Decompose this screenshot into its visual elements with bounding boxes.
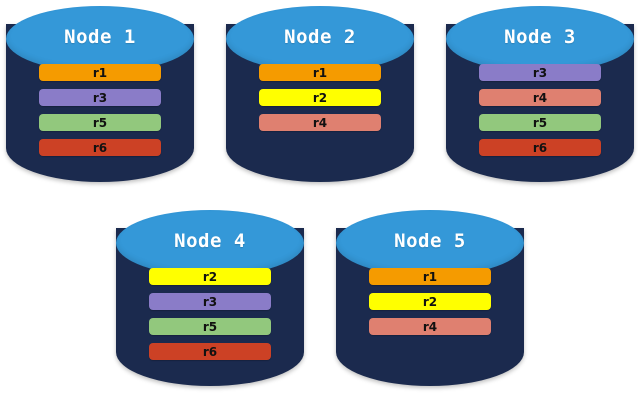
- record-label: r5: [532, 115, 548, 130]
- record-bar[interactable]: r1: [259, 64, 381, 81]
- record-list: r1 r2 r4: [259, 64, 381, 139]
- record-label: r1: [422, 269, 438, 284]
- record-label: r3: [202, 294, 218, 309]
- cylinder-top-icon: [446, 6, 634, 72]
- record-bar[interactable]: r3: [39, 89, 161, 106]
- cylinder-top-icon: [6, 6, 194, 72]
- record-label: r6: [92, 140, 108, 155]
- cylinder-top-icon: [116, 210, 304, 276]
- record-bar[interactable]: r1: [369, 268, 491, 285]
- record-label: r6: [202, 344, 218, 359]
- record-bar[interactable]: r5: [479, 114, 601, 131]
- record-bar[interactable]: r3: [479, 64, 601, 81]
- record-label: r3: [92, 90, 108, 105]
- record-bar[interactable]: r6: [149, 343, 271, 360]
- record-bar[interactable]: r5: [149, 318, 271, 335]
- record-bar[interactable]: r4: [479, 89, 601, 106]
- record-label: r4: [532, 90, 548, 105]
- record-label: r3: [532, 65, 548, 80]
- record-bar[interactable]: r2: [149, 268, 271, 285]
- record-label: r4: [312, 115, 328, 130]
- record-bar[interactable]: r2: [259, 89, 381, 106]
- record-label: r5: [92, 115, 108, 130]
- record-label: r6: [532, 140, 548, 155]
- record-label: r1: [92, 65, 108, 80]
- record-bar[interactable]: r4: [369, 318, 491, 335]
- record-bar[interactable]: r4: [259, 114, 381, 131]
- record-label: r5: [202, 319, 218, 334]
- record-label: r2: [202, 269, 218, 284]
- record-bar[interactable]: r6: [479, 139, 601, 156]
- record-bar[interactable]: r2: [369, 293, 491, 310]
- record-list: r1 r2 r4: [369, 268, 491, 343]
- record-list: r1 r3 r5 r6: [39, 64, 161, 164]
- record-bar[interactable]: r1: [39, 64, 161, 81]
- cylinder-top-icon: [336, 210, 524, 276]
- record-bar[interactable]: r5: [39, 114, 161, 131]
- record-bar[interactable]: r6: [39, 139, 161, 156]
- record-list: r3 r4 r5 r6: [479, 64, 601, 164]
- record-label: r4: [422, 319, 438, 334]
- record-label: r2: [422, 294, 438, 309]
- cylinder-top-icon: [226, 6, 414, 72]
- record-list: r2 r3 r5 r6: [149, 268, 271, 368]
- record-bar[interactable]: r3: [149, 293, 271, 310]
- record-label: r2: [312, 90, 328, 105]
- record-label: r1: [312, 65, 328, 80]
